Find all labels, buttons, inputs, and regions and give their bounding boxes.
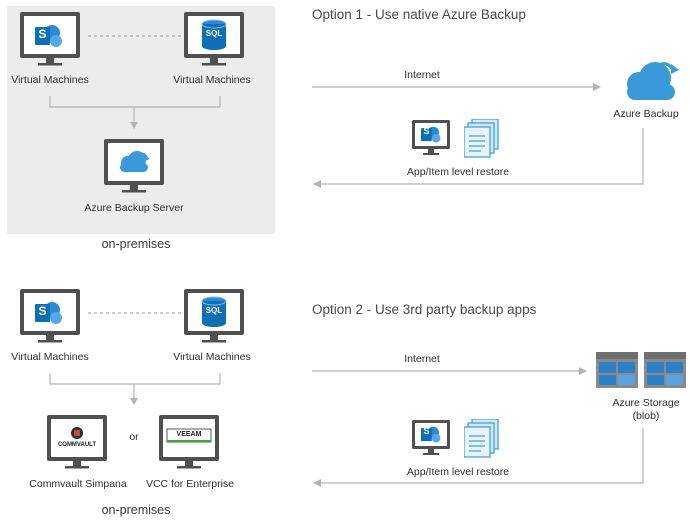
virtual-machine-sql-1: SQL xyxy=(184,12,244,66)
option-1-title: Option 1 - Use native Azure Backup xyxy=(312,7,526,22)
blob-storage-icon xyxy=(596,352,638,388)
blob-storage-icon xyxy=(644,352,686,388)
commvault-label: Commvault Simpana xyxy=(29,478,127,490)
virtual-machine-sharepoint-2 xyxy=(20,289,80,343)
veeam-monitor: VEEAM xyxy=(159,415,219,469)
vm-label-left-1: Virtual Machines xyxy=(11,74,89,86)
virtual-machine-sql-2: SQL xyxy=(184,289,244,343)
vm-label-left-2: Virtual Machines xyxy=(11,351,89,363)
azure-backup-server-label: Azure Backup Server xyxy=(84,202,184,214)
sharepoint-letter: S xyxy=(38,304,47,318)
vm-label-right-1: Virtual Machines xyxy=(173,74,251,86)
on-premises-label-2: on-premises xyxy=(101,503,171,517)
commvault-monitor: COMMVAULT xyxy=(47,415,107,469)
commvault-logo-text: COMMVAULT xyxy=(57,442,97,448)
restore-label-2: App/Item level restore xyxy=(406,466,510,478)
or-label: or xyxy=(129,431,139,443)
azure-backup-label: Azure Backup xyxy=(613,108,679,120)
vm-label-right-2: Virtual Machines xyxy=(173,351,251,363)
sharepoint-letter: S xyxy=(423,426,430,436)
restore-label-1: App/Item level restore xyxy=(406,166,510,178)
option-2-title: Option 2 - Use 3rd party backup apps xyxy=(312,302,537,317)
azure-storage-blob-2 xyxy=(644,352,686,388)
internet-label-1: Internet xyxy=(404,69,440,81)
documents-icon-2 xyxy=(463,418,500,459)
internet-label-2: Internet xyxy=(404,353,440,365)
sql-database-icon xyxy=(201,296,227,327)
on-premises-label-1: on-premises xyxy=(101,237,171,251)
sql-text: SQL xyxy=(205,29,223,38)
azure-storage-blob-label: (blob) xyxy=(632,410,660,422)
azure-storage-blob-1 xyxy=(596,352,638,388)
cloud-icon xyxy=(120,151,150,172)
sharepoint-letter: S xyxy=(38,27,47,41)
sql-database-icon xyxy=(201,19,227,50)
azure-storage-label: Azure Storage xyxy=(612,397,680,409)
veeam-label: VCC for Enterprise xyxy=(145,478,235,490)
sharepoint-letter: S xyxy=(423,126,430,136)
cloud-icon xyxy=(627,62,679,100)
commvault-logo-icon xyxy=(71,427,83,439)
sql-text: SQL xyxy=(205,306,223,315)
azure-backup-cloud xyxy=(619,56,681,104)
azure-backup-server xyxy=(104,139,164,193)
veeam-logo-text: VEEAM xyxy=(176,431,202,438)
